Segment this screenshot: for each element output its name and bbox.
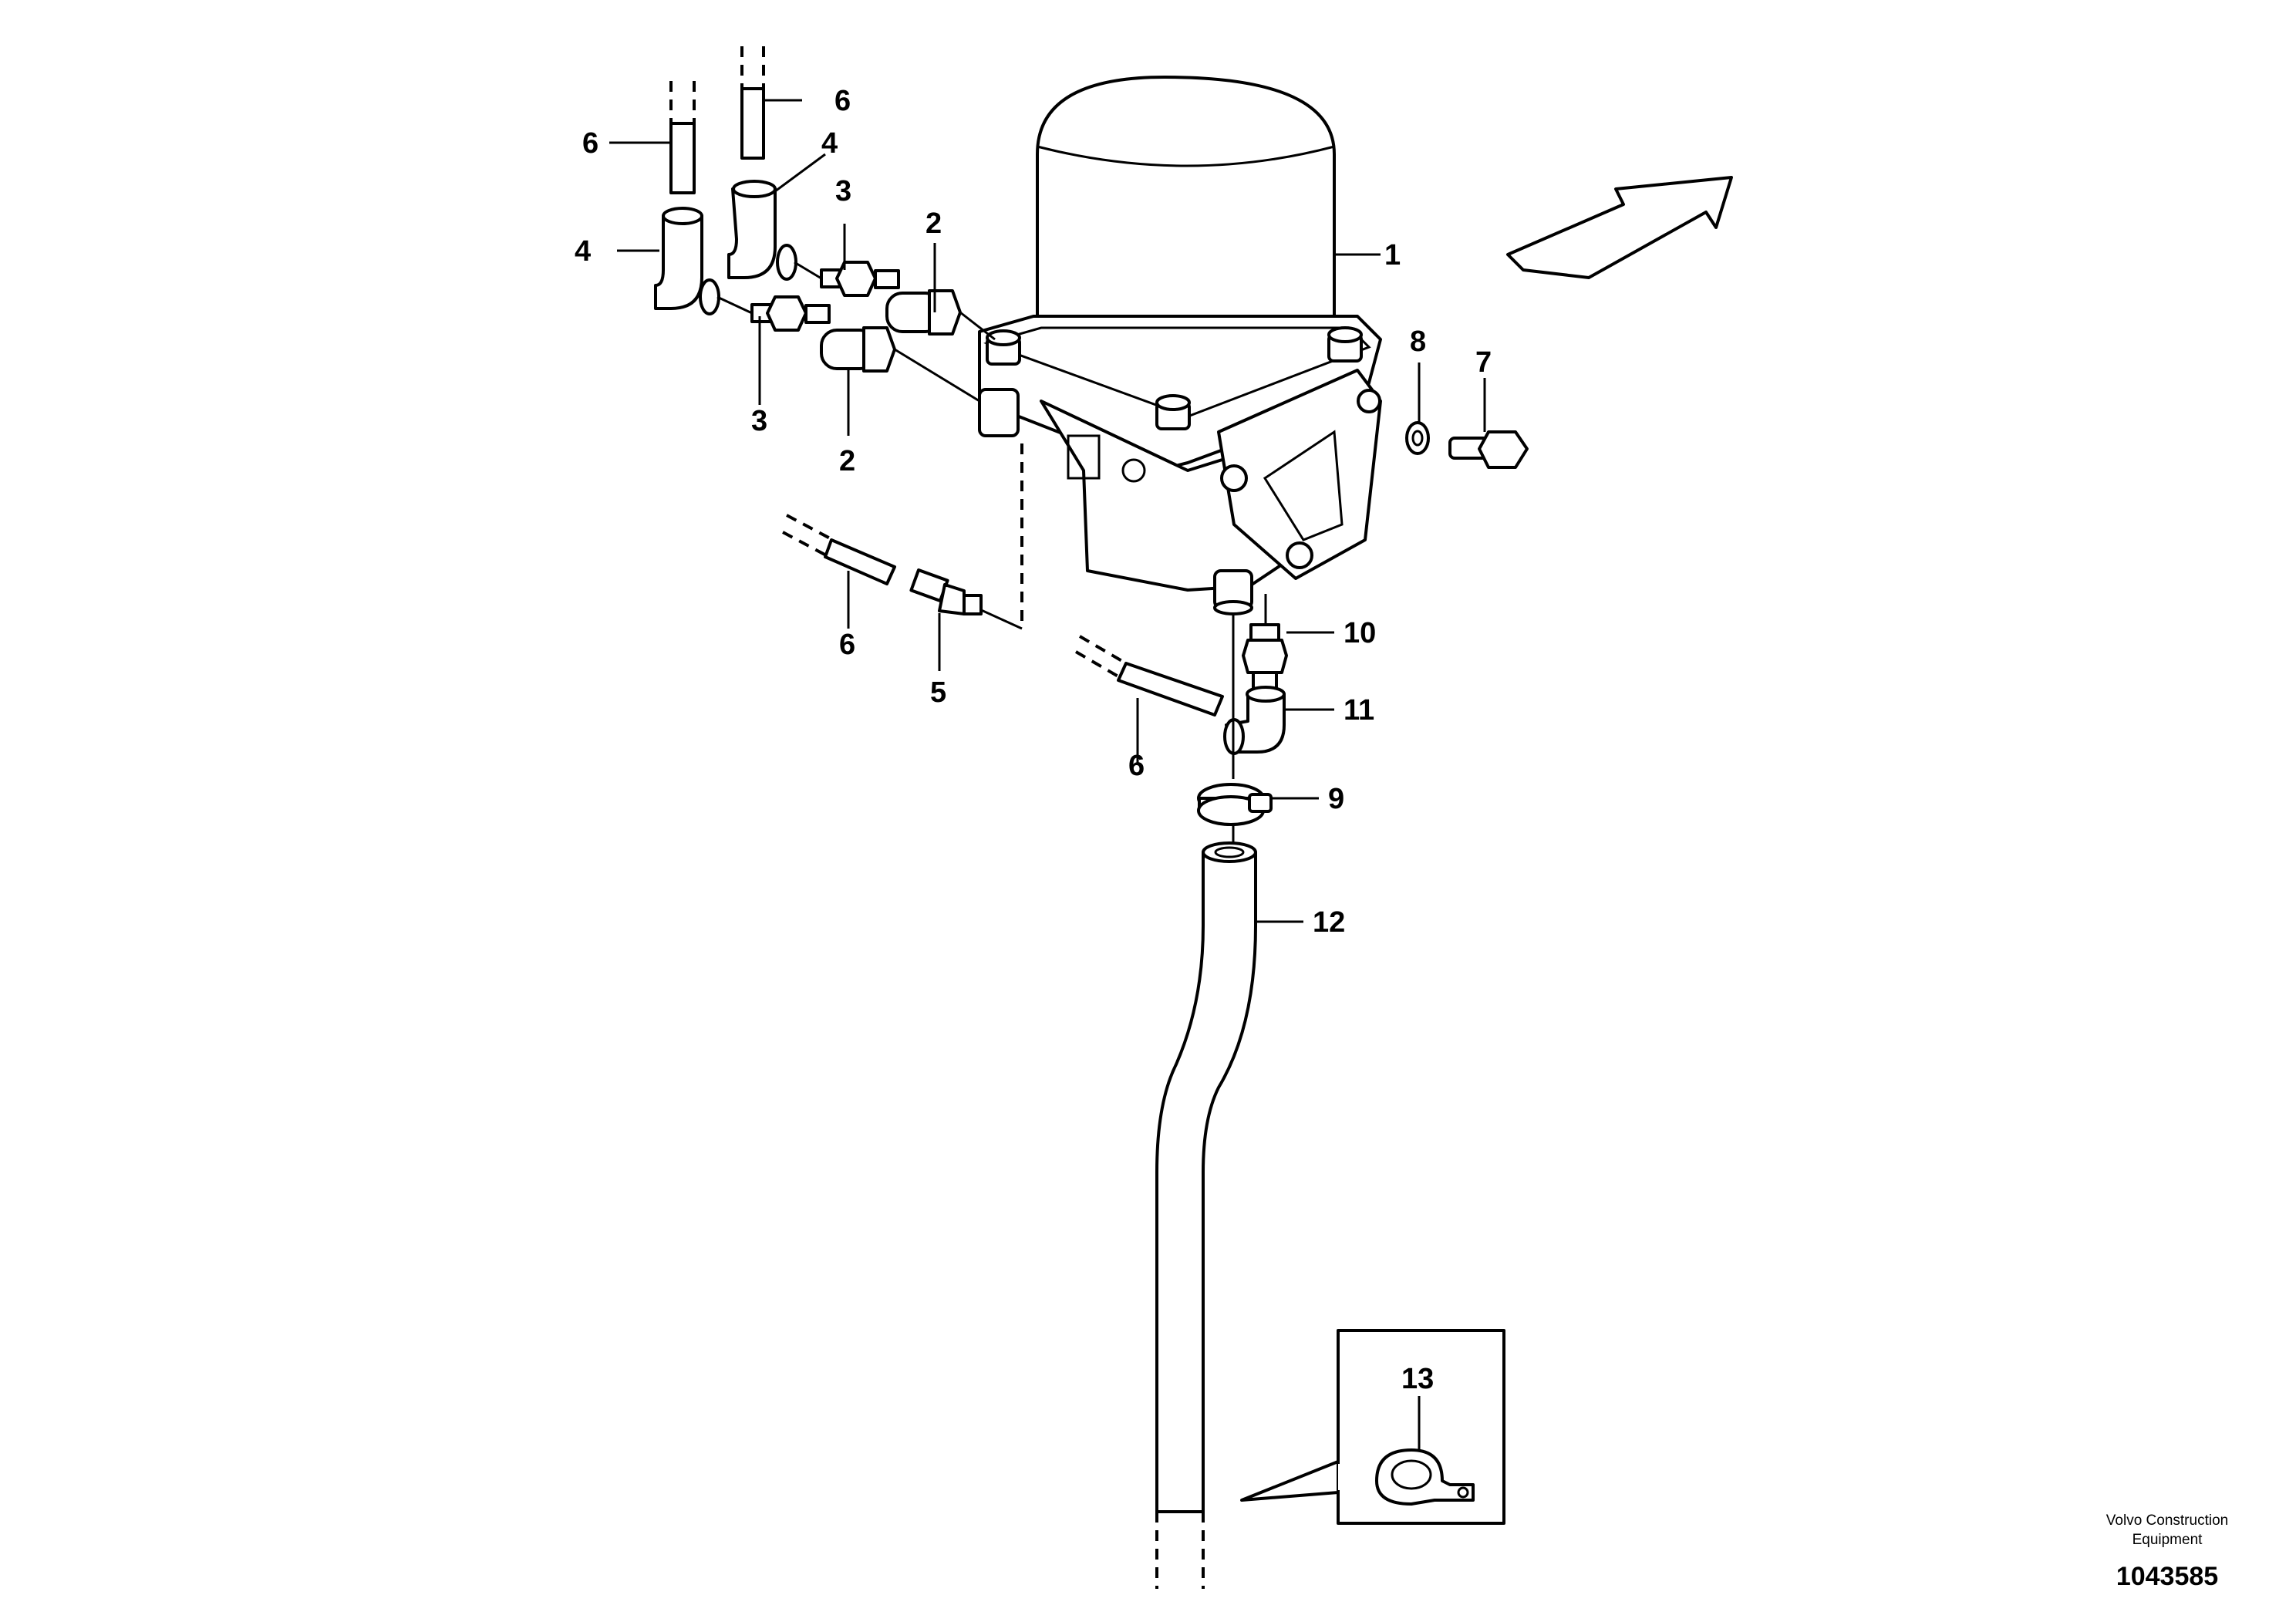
drain-nipple — [1242, 623, 1288, 691]
drain-hose — [1155, 841, 1257, 1589]
footer-credit-line1: Volvo Construction — [2106, 1512, 2228, 1529]
callout-labels: 1 2 2 3 3 4 4 5 6 6 6 6 7 8 9 10 11 12 1… — [575, 85, 1492, 1395]
callout-6-top-right: 6 — [834, 85, 851, 117]
callout-3-lower: 3 — [751, 405, 767, 437]
straight-fitting — [909, 568, 983, 615]
flange-bolt — [1155, 394, 1191, 430]
pipe-upper-left — [669, 81, 696, 194]
footer: Volvo Construction Equipment 1043585 — [2106, 1512, 2228, 1591]
callout-8: 8 — [1410, 325, 1426, 358]
callout-13: 13 — [1401, 1363, 1434, 1395]
pipe-upper-right — [740, 46, 765, 160]
flange-bolt — [986, 329, 1021, 366]
callout-6-top-left: 6 — [582, 127, 598, 160]
callout-5: 5 — [930, 676, 946, 709]
washer — [1405, 421, 1430, 455]
callout-9: 9 — [1328, 783, 1344, 815]
air-dryer-assembly — [978, 76, 1382, 615]
callout-1: 1 — [1384, 239, 1401, 271]
callout-2-lower: 2 — [839, 445, 855, 477]
callout-leaders — [609, 99, 1486, 1450]
callout-7: 7 — [1475, 346, 1492, 379]
detail-inset — [1240, 1329, 1505, 1525]
push-connector — [820, 326, 896, 373]
hose-elbow — [1223, 686, 1286, 755]
callout-12: 12 — [1313, 906, 1345, 939]
callout-6-lower: 6 — [1128, 750, 1145, 782]
nipple-fitting — [820, 261, 900, 297]
callout-4-left: 4 — [575, 235, 591, 268]
callout-3-upper: 3 — [835, 175, 851, 207]
callout-4-right: 4 — [821, 127, 838, 160]
flange-bolt — [1327, 326, 1363, 363]
push-connector — [885, 289, 962, 336]
pipe-right-lower — [1074, 635, 1224, 717]
mounting-bolt — [1448, 430, 1529, 469]
elbow-fitting — [654, 207, 720, 315]
elbow-fitting — [727, 180, 797, 281]
hose-clamp — [1197, 783, 1273, 826]
direction-arrow — [1506, 176, 1733, 279]
nipple-fitting — [750, 295, 831, 332]
callout-11: 11 — [1344, 694, 1374, 727]
p-clip — [1375, 1448, 1475, 1506]
callout-6-middle: 6 — [839, 629, 855, 661]
pipe-left-lower — [782, 514, 896, 585]
callout-10: 10 — [1344, 617, 1376, 649]
document-number: 1043585 — [2116, 1562, 2218, 1591]
footer-credit-line2: Equipment — [2132, 1532, 2203, 1548]
callout-2-upper: 2 — [925, 207, 942, 240]
